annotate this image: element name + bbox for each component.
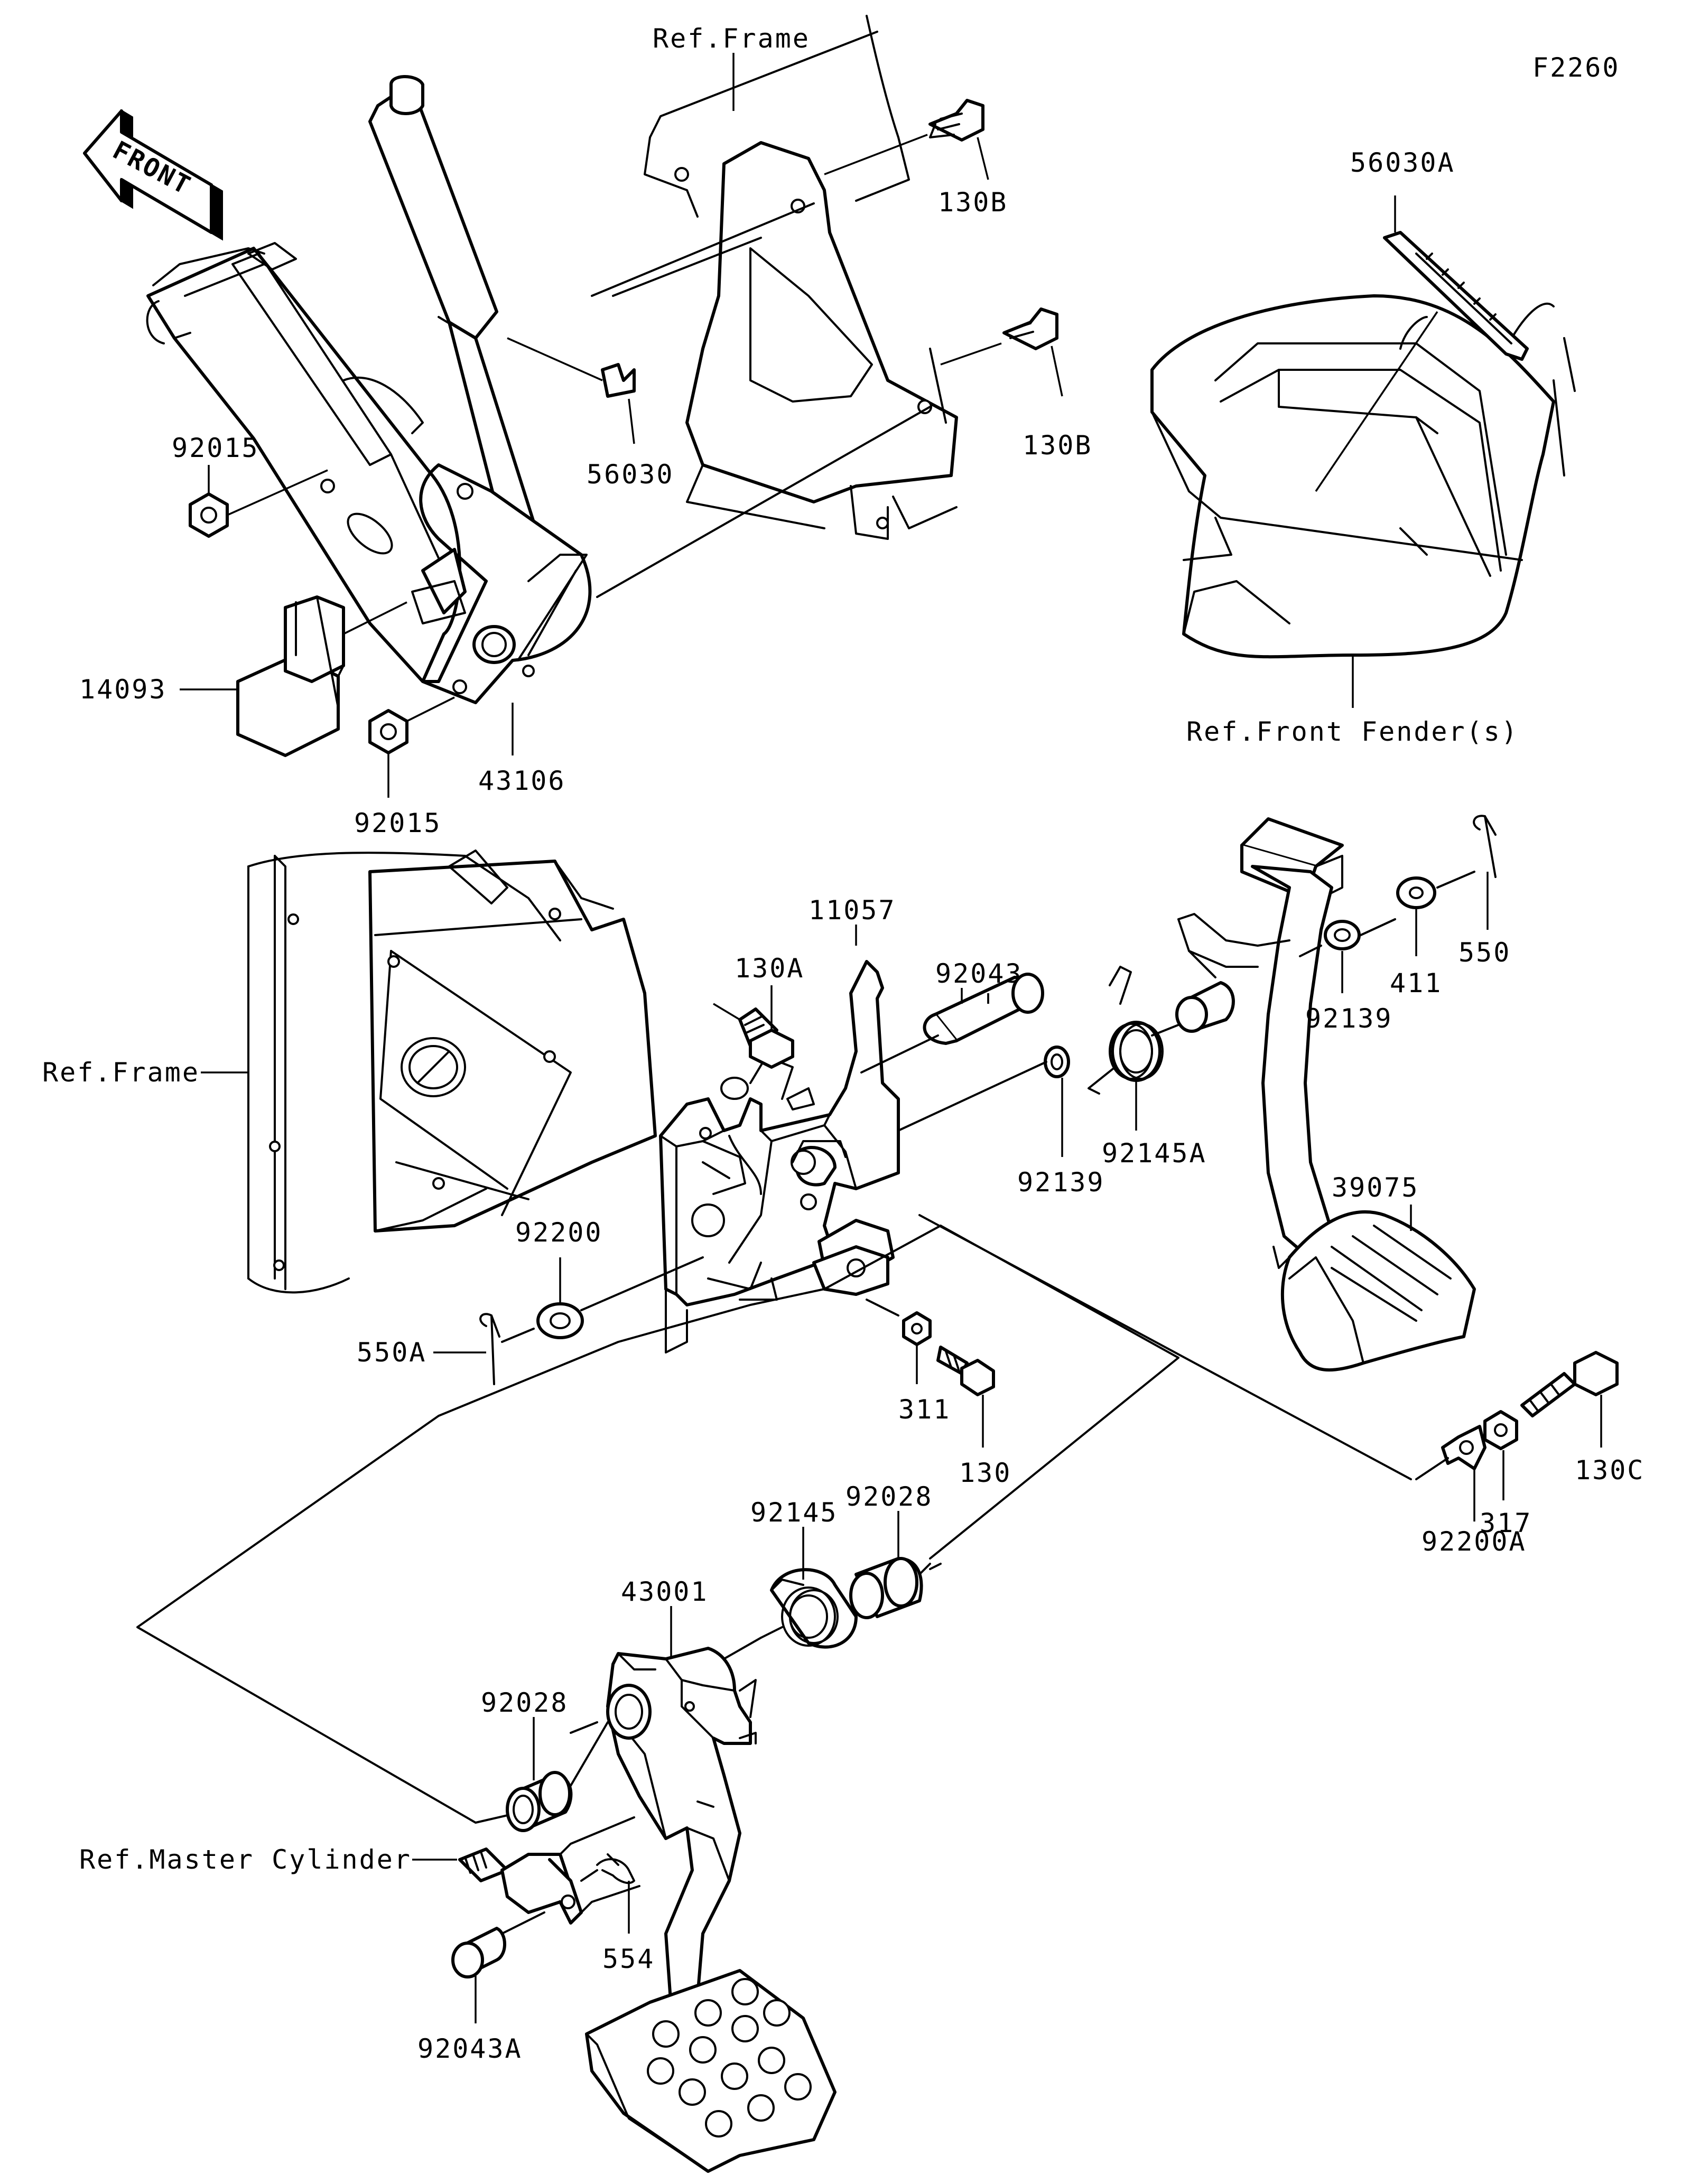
nut-311: 311 <box>866 1299 951 1425</box>
collar-92028-upper: 92028 <box>846 1481 933 1619</box>
label-554: 554 <box>602 1944 655 1974</box>
label-130: 130 <box>959 1458 1011 1488</box>
bolt-130b-lower: 130B <box>940 307 1092 461</box>
label-92145: 92145 <box>750 1497 838 1528</box>
accelerator-pedal: 39075 <box>1177 817 1476 1372</box>
ref-front-fender-label: Ref.Front Fender(s) <box>1186 716 1519 747</box>
label-43001: 43001 <box>621 1576 709 1607</box>
label-311: 311 <box>898 1394 951 1425</box>
label-92015-upper: 92015 <box>172 433 259 463</box>
label-56030a: 56030A <box>1350 147 1455 178</box>
bushing-92139-right: 92139 <box>1299 918 1396 1034</box>
switch-14093: 14093 <box>79 595 407 757</box>
label-43106: 43106 <box>478 766 566 796</box>
label-92200a: 92200A <box>1421 1526 1527 1557</box>
front-arrow-icon: FRONT <box>83 109 223 241</box>
label-317: 317 <box>1480 1508 1532 1538</box>
label-92145a: 92145A <box>1102 1138 1207 1169</box>
label-92139-right: 92139 <box>1305 1003 1393 1034</box>
label-11057: 11057 <box>809 895 896 926</box>
decal-56030a: 56030A <box>1315 147 1529 492</box>
label-92139-mid: 92139 <box>1017 1167 1105 1198</box>
clip-56030: 56030 <box>507 337 674 490</box>
figure-id: F2260 <box>1532 52 1620 83</box>
bolt-130a: 130A <box>713 953 804 1069</box>
nut-317: 317 <box>1480 1410 1532 1538</box>
washer-92200: 92200 <box>515 1217 704 1339</box>
label-92200: 92200 <box>515 1217 603 1248</box>
cotter-pin-550a: 550A <box>357 1313 535 1385</box>
label-92028-lower: 92028 <box>481 1687 569 1718</box>
pedal-bracket-11057: 11057 <box>659 895 900 1354</box>
master-cylinder-clevis: Ref.Master Cylinder <box>79 1816 640 1925</box>
parking-brake-lever: 43106 <box>146 75 592 796</box>
frame-bracket-upper: Ref.Frame <box>644 15 958 540</box>
bolt-130c: 130C <box>1520 1351 1644 1486</box>
label-92028-upper: 92028 <box>846 1481 933 1512</box>
washer-411: 411 <box>1390 871 1475 998</box>
cotter-pin-550: 550 <box>1458 815 1511 968</box>
label-92015-lower: 92015 <box>354 808 442 838</box>
bushing-39075-pivot <box>1151 981 1235 1037</box>
nut-92015-upper: 92015 <box>172 433 328 538</box>
label-92043a: 92043A <box>417 2033 523 2064</box>
ref-master-cylinder-label: Ref.Master Cylinder <box>79 1844 412 1875</box>
label-130a: 130A <box>735 953 804 984</box>
ref-frame-left-label: Ref.Frame <box>42 1057 200 1088</box>
ref-frame-top-label: Ref.Frame <box>653 23 810 54</box>
clip-554: 554 <box>580 1853 655 1974</box>
label-550a: 550A <box>357 1337 426 1368</box>
frame-left: Ref.Frame <box>42 850 657 1294</box>
label-39075: 39075 <box>1332 1172 1419 1203</box>
label-130b-upper: 130B <box>938 187 1008 218</box>
label-130c: 130C <box>1575 1455 1644 1486</box>
washer-92200a: 92200A <box>1415 1425 1527 1557</box>
spring-92145a: 92145A <box>1088 966 1207 1169</box>
bushing-92139-mid: 92139 <box>897 1046 1105 1198</box>
label-550: 550 <box>1458 937 1511 968</box>
bolt-130: 130 <box>936 1346 1011 1488</box>
pin-92043a: 92043A <box>417 1911 545 2064</box>
label-130b-lower: 130B <box>1023 430 1092 461</box>
label-411: 411 <box>1390 968 1442 998</box>
label-92043: 92043 <box>935 958 1023 989</box>
spring-92145: 92145 <box>750 1497 858 1649</box>
collar-92028-lower: 92028 <box>481 1687 609 1832</box>
label-56030: 56030 <box>587 459 674 490</box>
nut-92015-lower: 92015 <box>354 696 455 838</box>
bolt-130b-upper: 130B <box>824 99 1008 218</box>
pin-92043: 92043 <box>860 958 1044 1074</box>
brake-pedal: 43001 <box>585 1576 837 2173</box>
label-14093: 14093 <box>79 674 167 705</box>
front-fender: Ref.Front Fender(s) <box>1150 294 1576 747</box>
